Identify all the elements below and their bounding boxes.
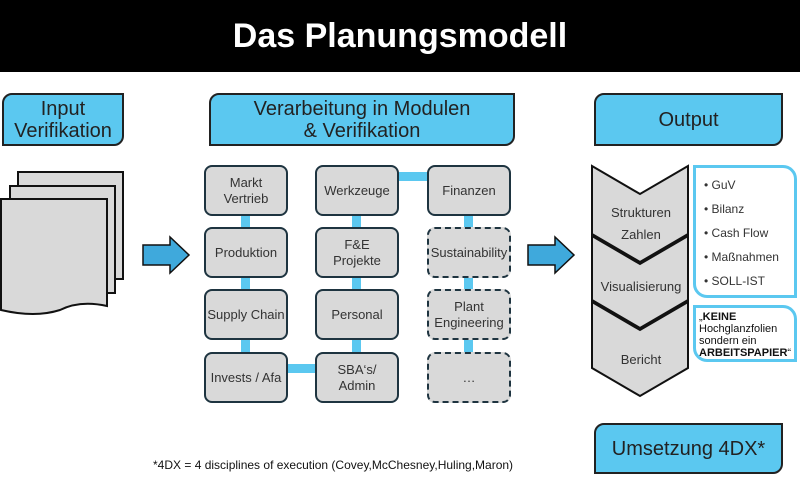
step-label: Strukturen <box>611 205 671 220</box>
output-item-label: Cash Flow <box>711 226 769 240</box>
note-box: „KEINE Hochglanzfolien sondern ein ARBEI… <box>693 305 797 362</box>
module-invests: Invests / Afa <box>204 352 288 403</box>
connector <box>241 340 250 354</box>
process-header-line: & Verifikation <box>303 119 421 142</box>
implementation-header: Umsetzung 4DX* <box>594 423 783 474</box>
connector <box>241 216 250 229</box>
module-finanzen: Finanzen <box>427 165 511 216</box>
module-label: SBA‘s/ <box>337 361 377 377</box>
output-item-label: GuV <box>711 178 736 192</box>
bullet-icon: • <box>704 178 712 192</box>
arrow-right-icon <box>527 235 576 275</box>
output-chevrons <box>591 164 689 398</box>
module-label: Projekte <box>333 252 381 268</box>
connector <box>464 216 473 229</box>
module-label: F&E <box>344 236 370 252</box>
module-sba-admin: SBA‘s/Admin <box>315 352 399 403</box>
note-text: Hochglanzfolien sondern ein <box>699 323 778 347</box>
module-label: Plant <box>454 298 484 314</box>
page-title: Das Planungsmodell <box>0 0 800 72</box>
output-item: • GuV <box>704 173 794 197</box>
connector <box>352 216 361 229</box>
module-label: … <box>462 369 476 385</box>
output-item: • Cash Flow <box>704 221 794 245</box>
module-werkzeuge: Werkzeuge <box>315 165 399 216</box>
module-sustainability: Sustainability <box>427 227 511 278</box>
process-header: Verarbeitung in Modulen& Verifikation <box>209 93 515 146</box>
step-label: Zahlen <box>621 227 661 242</box>
output-header: Output <box>594 93 783 146</box>
bullet-icon: • <box>704 202 712 216</box>
chevron-icon <box>591 300 689 398</box>
connector <box>241 278 250 291</box>
output-item-label: Bilanz <box>711 202 745 216</box>
arrow-right-icon <box>142 235 191 275</box>
output-item: • Maßnahmen <box>704 245 794 269</box>
connector <box>352 340 361 354</box>
bullet-icon: • <box>704 274 712 288</box>
chevron-icon <box>591 234 689 330</box>
output-item: • SOLL-IST <box>704 269 794 293</box>
module-label: Invests / Afa <box>210 369 282 385</box>
module-label: Produktion <box>214 244 278 260</box>
module-label: Engineering <box>434 314 504 330</box>
process-header-line: Verarbeitung in Modulen <box>253 97 471 120</box>
note-bold: KEINE <box>702 311 737 323</box>
module-label: Admin <box>338 377 376 393</box>
module-label: Sustainability <box>430 244 508 260</box>
output-items-box: • GuV• Bilanz• Cash Flow• Maßnahmen• SOL… <box>693 165 797 298</box>
quote: “ <box>787 347 792 359</box>
module-label: Markt <box>229 174 263 190</box>
module-label: Werkzeuge <box>324 182 390 198</box>
module-more: … <box>427 352 511 403</box>
step-visualisierung: Visualisierung <box>600 279 682 294</box>
connector <box>464 278 473 291</box>
module-label: Supply Chain <box>207 306 285 322</box>
footnote: *4DX = 4 disciplines of execution (Covey… <box>153 458 514 472</box>
output-item-label: Maßnahmen <box>711 250 779 264</box>
connector <box>464 340 473 354</box>
module-supply-chain: Supply Chain <box>204 289 288 340</box>
module-label: Personal <box>331 306 383 322</box>
input-header-line: Verifikation <box>14 119 112 142</box>
bullet-icon: • <box>704 226 712 240</box>
step-bericht: Bericht <box>620 352 662 367</box>
module-produktion: Produktion <box>204 227 288 278</box>
module-label: Vertrieb <box>223 190 269 206</box>
connector <box>399 172 429 181</box>
connector <box>352 278 361 291</box>
module-label: Finanzen <box>442 182 496 198</box>
module-personal: Personal <box>315 289 399 340</box>
chevron-icon <box>591 164 689 264</box>
output-item-label: SOLL-IST <box>711 274 765 288</box>
input-header-line: Input <box>40 97 86 120</box>
note-bold: ARBEITSPAPIER <box>699 347 788 359</box>
connector <box>288 364 317 373</box>
quote: „ <box>699 311 703 323</box>
bullet-icon: • <box>704 250 712 264</box>
documents-icon <box>0 171 124 315</box>
output-item: • Bilanz <box>704 197 794 221</box>
